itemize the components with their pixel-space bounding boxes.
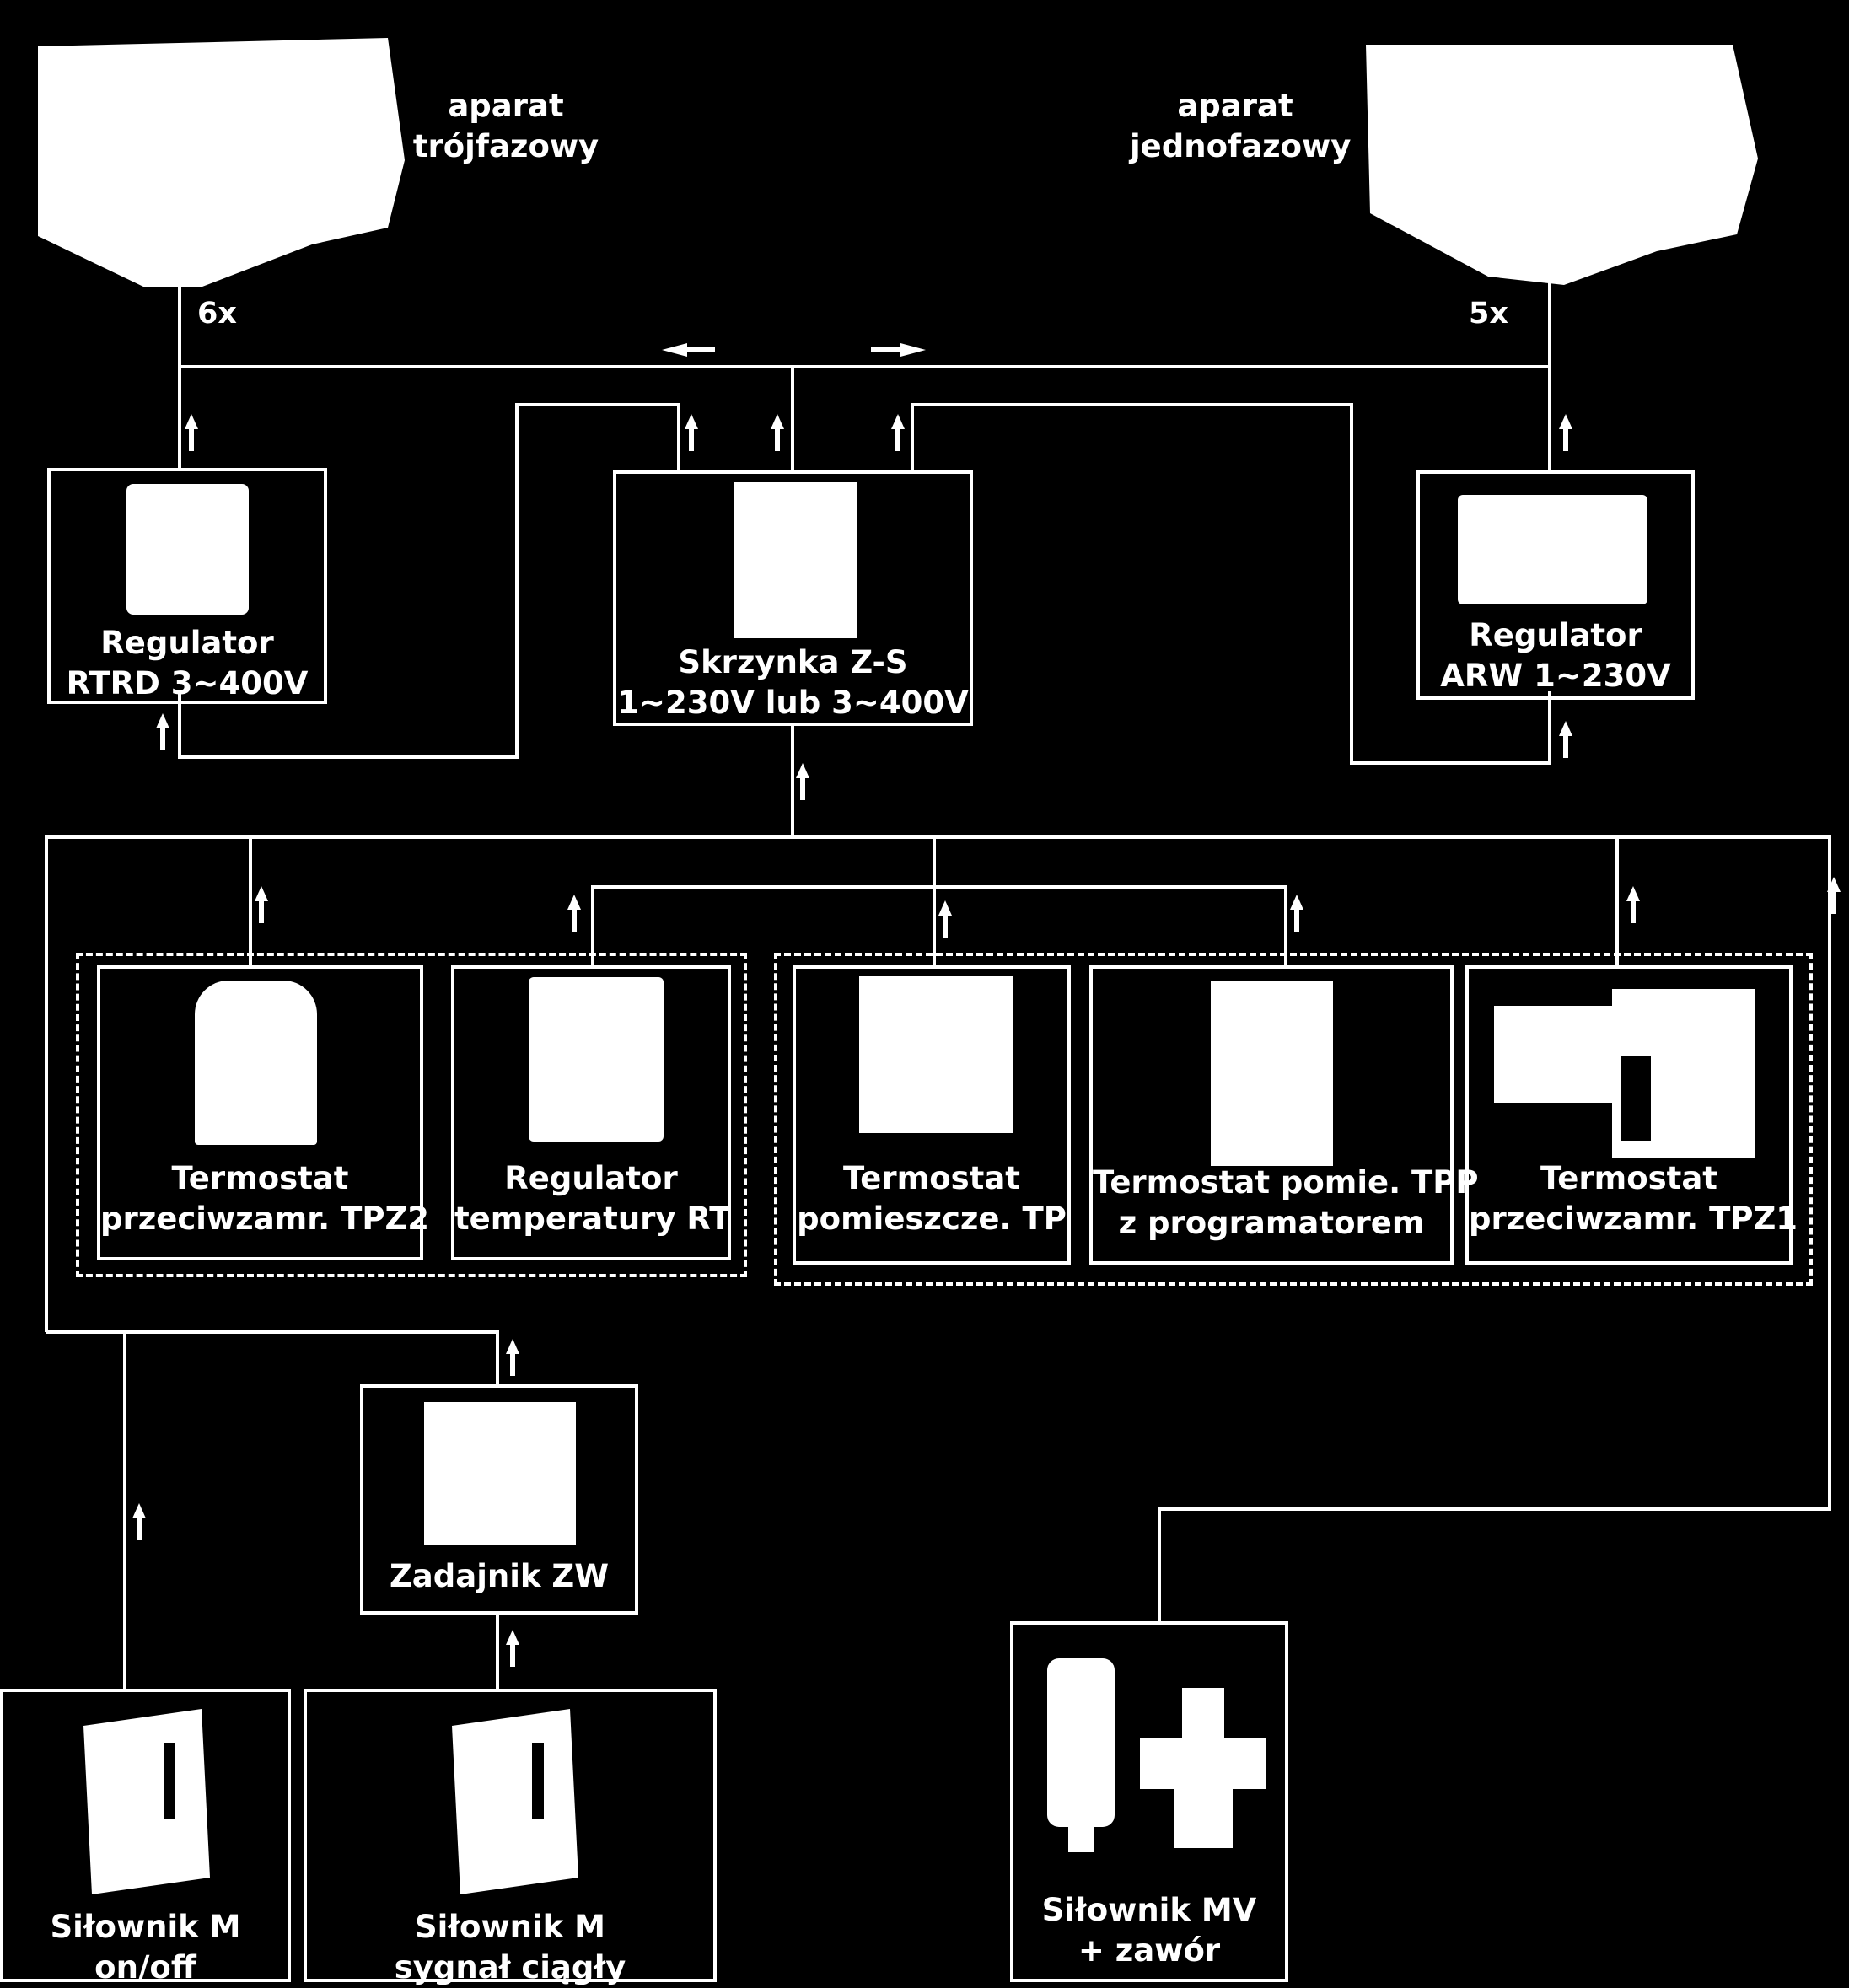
silownik-mv-box: Siłownik MV + zawór [1010,1621,1288,1982]
termostat-tpz1-image [1494,989,1755,1158]
termostat-tpz1-box: Termostat przeciwzamr. TPZ1 [1465,965,1798,1265]
three-phase-count: 6x [197,297,237,330]
regulator-rt-label: Regulator temperatury RT [454,1160,731,1237]
skrzynka-zs-box: Skrzynka Z-S 1~230V lub 3~400V [613,470,973,726]
silownik-m-onoff-label: Siłownik M on/off [50,1909,241,1985]
regulator-rtrd-image [126,484,249,615]
termostat-tpp-box: Termostat pomie. TPP z programatorem [1089,965,1479,1265]
skrzynka-zs-label: Skrzynka Z-S 1~230V lub 3~400V [617,644,969,721]
silownik-m-onoff-image [83,1709,210,1894]
zadajnik-zw-label: Zadajnik ZW [389,1558,610,1594]
group-left-dashed [76,953,747,1277]
connection-lines [45,282,1831,1689]
skrzynka-zs-image [734,482,857,638]
termostat-tpz2-image [195,981,317,1145]
regulator-arw-box: Regulator ARW 1~230V [1416,470,1695,700]
single-phase-unit-image [1366,45,1758,285]
group-right-dashed [774,953,1813,1286]
bus-arrows [662,343,926,357]
regulator-rt-box: Regulator temperatury RT [451,965,731,1260]
termostat-tpz2-box: Termostat przeciwzamr. TPZ2 [97,965,430,1260]
single-phase-count: 5x [1469,297,1508,330]
termostat-tpp-label: Termostat pomie. TPP z programatorem [1093,1164,1479,1241]
silownik-m-ciagly-image [452,1709,578,1894]
termostat-tpz1-label: Termostat przeciwzamr. TPZ1 [1469,1160,1798,1237]
silownik-mv-label: Siłownik MV + zawór [1041,1892,1257,1969]
regulator-arw-image [1458,495,1647,604]
zadajnik-zw-box: Zadajnik ZW [360,1384,638,1615]
silownik-m-ciagly-label: Siłownik M sygnał ciągły [394,1909,626,1985]
regulator-arw-label: Regulator ARW 1~230V [1440,617,1671,694]
silownik-m-onoff-box: Siłownik M on/off [0,1689,291,1985]
termostat-tp-box: Termostat pomieszcze. TP [793,965,1071,1265]
termostat-tpp-image [1211,981,1333,1166]
three-phase-unit-label: aparat trójfazowy [412,88,599,164]
regulator-rtrd-label: Regulator RTRD 3~400V [66,625,309,701]
single-phase-unit-label: aparat jednofazowy [1130,88,1352,164]
silownik-m-ciagly-box: Siłownik M sygnał ciągły [304,1689,717,1985]
termostat-tp-image [859,976,1013,1133]
three-phase-unit-image [38,38,405,287]
termostat-tpz2-label: Termostat przeciwzamr. TPZ2 [100,1160,430,1237]
termostat-tp-label: Termostat pomieszcze. TP [797,1160,1067,1237]
regulator-rtrd-box: Regulator RTRD 3~400V [47,468,327,704]
regulator-rt-image [529,977,664,1142]
silownik-mv-image [1047,1658,1266,1852]
zadajnik-zw-image [424,1402,576,1545]
